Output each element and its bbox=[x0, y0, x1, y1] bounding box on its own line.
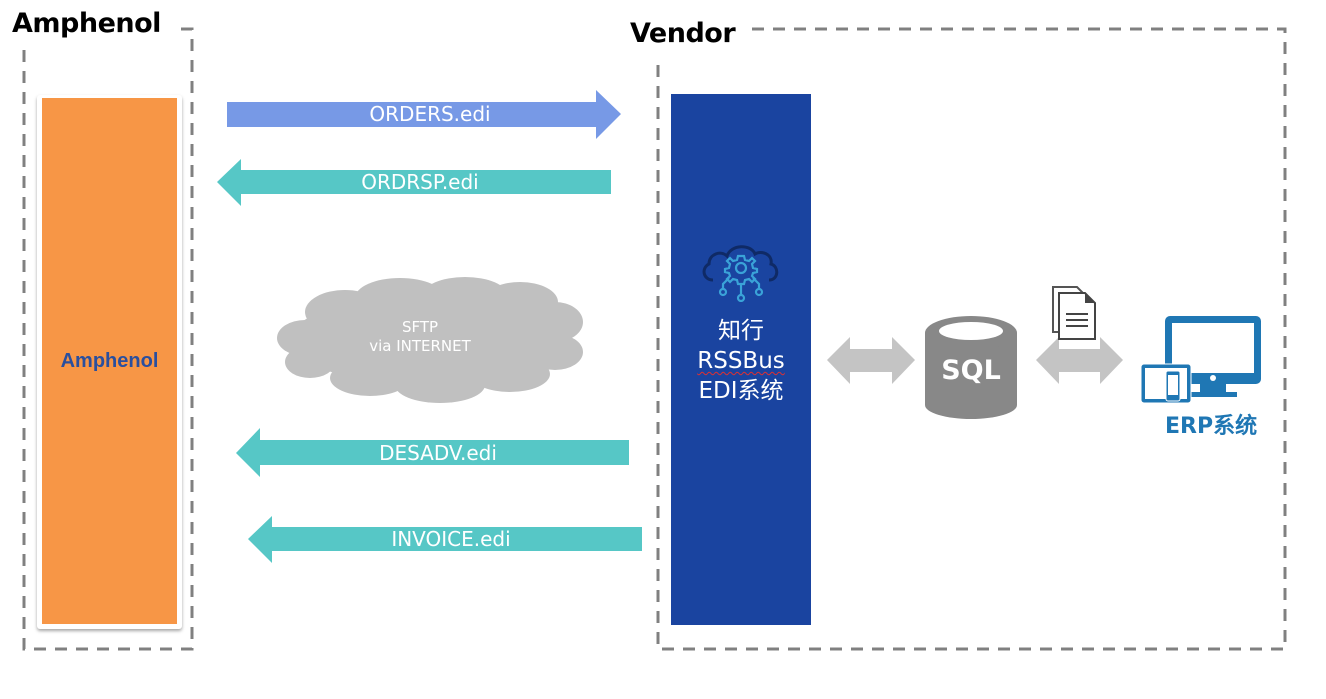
ordrsp-arrow bbox=[217, 159, 611, 206]
invoice-arrow bbox=[248, 516, 642, 563]
database-icon bbox=[925, 316, 1017, 419]
amphenol-system-fill: Amphenol bbox=[42, 98, 177, 624]
vendor-frame bbox=[656, 27, 1287, 651]
cloud-label: SFTP via INTERNET bbox=[340, 318, 500, 356]
amphenol-frame bbox=[22, 27, 194, 651]
invoice-flow-label: INVOICE.edi bbox=[391, 527, 511, 551]
desadv-arrow bbox=[236, 428, 629, 477]
ordrsp-flow-label: ORDRSP.edi bbox=[361, 170, 479, 194]
desadv-flow-label: DESADV.edi bbox=[379, 441, 497, 465]
edi-system-line3: EDI系统 bbox=[698, 378, 784, 404]
cloud-label-line1: SFTP bbox=[401, 318, 439, 336]
amphenol-section-title: Amphenol bbox=[12, 8, 161, 39]
cloud-gear-icon bbox=[702, 245, 779, 302]
erp-label: ERP系统 bbox=[1165, 414, 1258, 439]
devices-icon bbox=[1140, 316, 1261, 404]
orders-arrow bbox=[227, 90, 621, 139]
rss-sql-connector bbox=[827, 337, 915, 384]
amphenol-system-label: Amphenol bbox=[60, 349, 159, 372]
documents-icon bbox=[1052, 286, 1096, 340]
edi-system-label: 知行 RSSBus EDI系统 bbox=[671, 316, 811, 406]
database-label: SQL bbox=[941, 355, 1001, 386]
sql-erp-connector bbox=[1036, 337, 1123, 384]
vendor-section-title: Vendor bbox=[630, 18, 736, 49]
edi-system-block: 知行 RSSBus EDI系统 bbox=[671, 94, 811, 625]
cloud-label-line2: via INTERNET bbox=[369, 337, 471, 355]
cloud-shape bbox=[277, 277, 583, 403]
orders-flow-label: ORDERS.edi bbox=[369, 102, 491, 126]
edi-system-line2: RSSBus bbox=[697, 348, 785, 374]
edi-system-line1: 知行 bbox=[718, 318, 764, 344]
amphenol-system-block: Amphenol bbox=[37, 95, 182, 629]
